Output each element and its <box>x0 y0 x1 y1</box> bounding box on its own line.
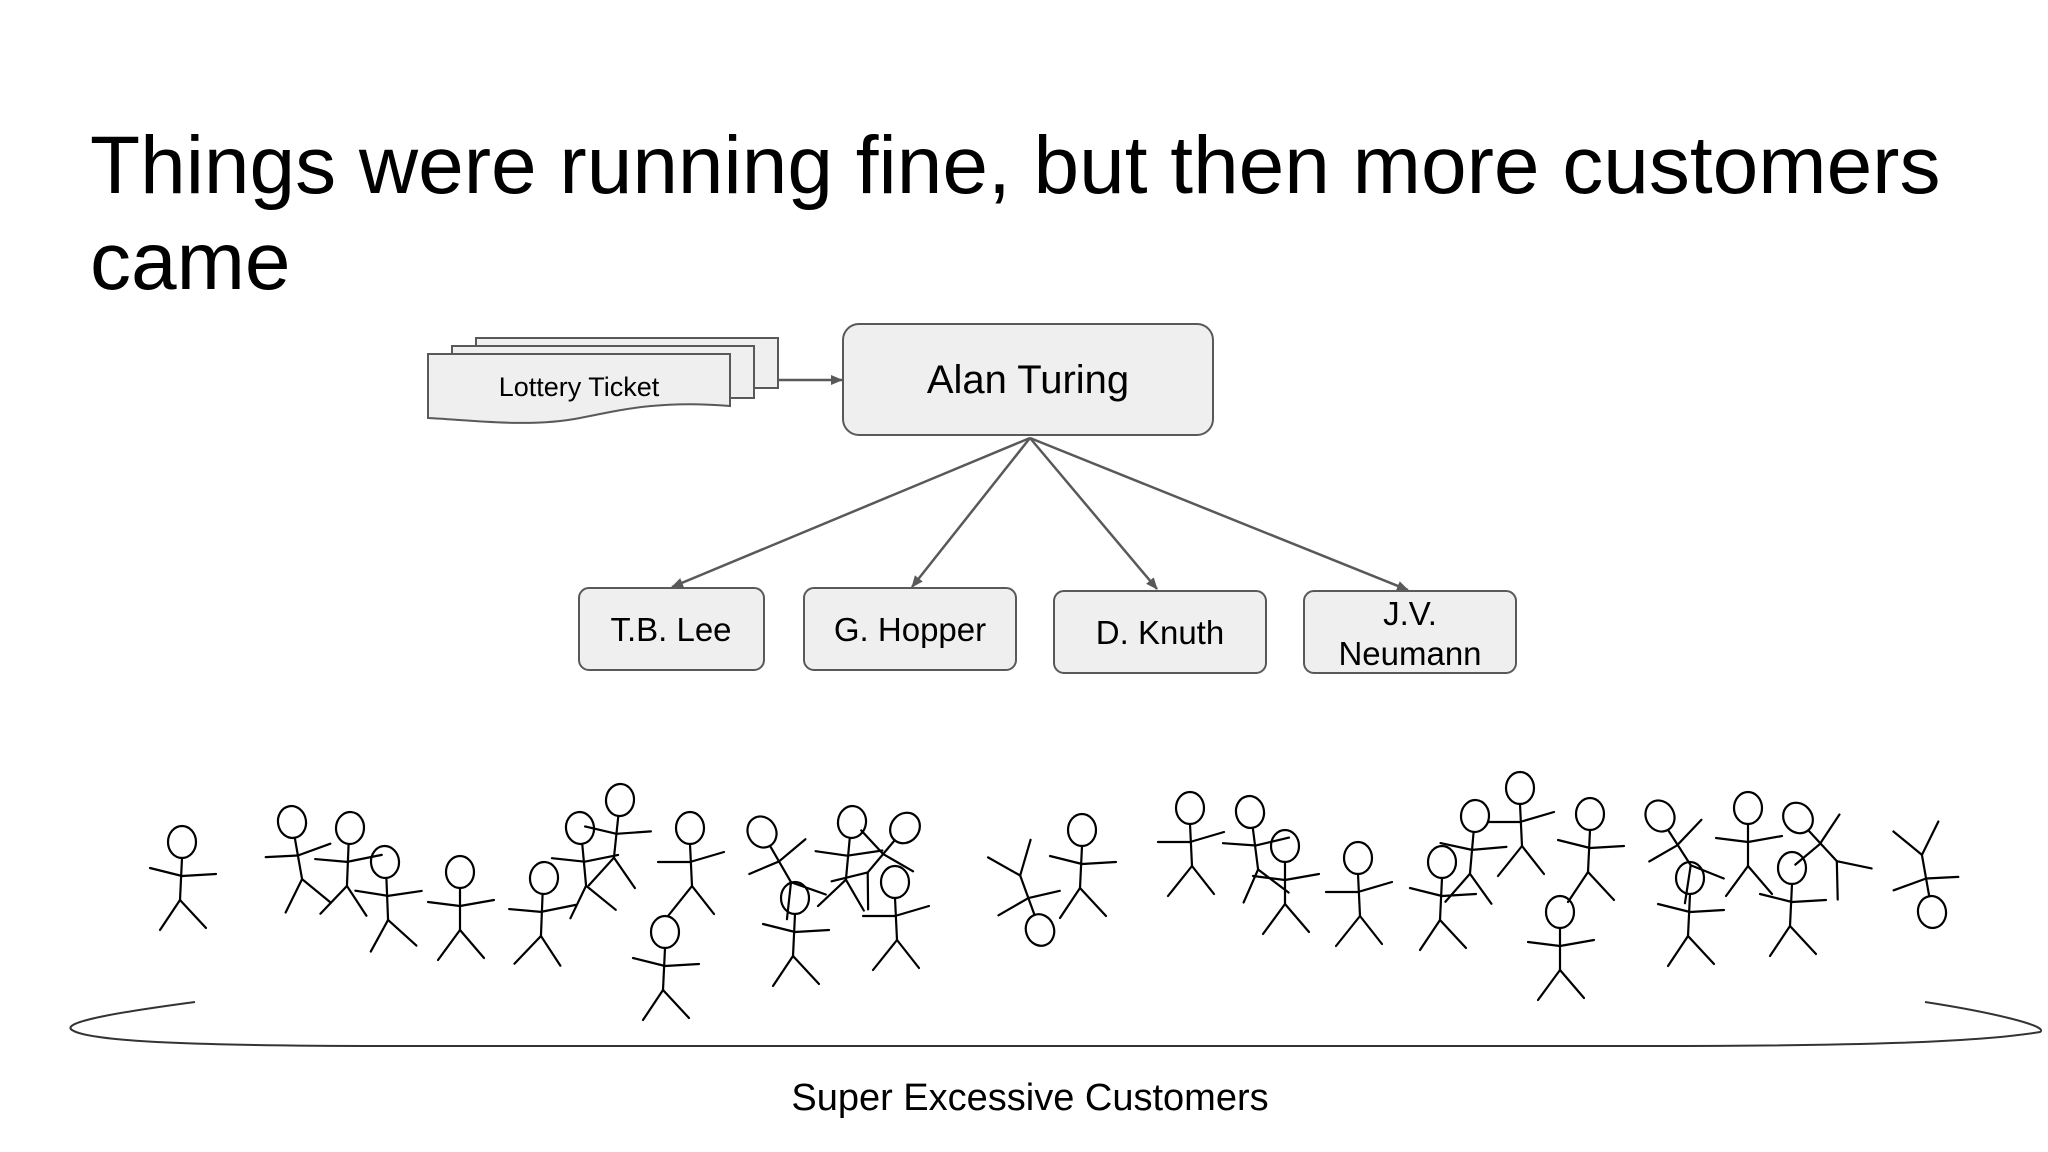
stick-figure-customer <box>746 815 827 921</box>
customer-crowd <box>148 770 1960 1022</box>
stick-figure-customer <box>1892 820 1960 930</box>
child-node-dknuth: D. Knuth <box>1053 590 1267 674</box>
tree-arrows <box>671 436 1409 592</box>
stick-figure-customer <box>1656 860 1726 968</box>
crowd-label: Super Excessive Customers <box>791 1077 1268 1119</box>
stick-figure-customer <box>1408 844 1478 952</box>
stick-figure-customer <box>1156 790 1226 898</box>
stick-figure-customer <box>1782 801 1873 901</box>
stick-figure-customer <box>1486 770 1556 878</box>
stick-figure-customer <box>426 854 496 962</box>
stick-figure-customer <box>1251 828 1321 936</box>
stick-figure-customer <box>861 864 931 972</box>
root-node-label: Alan Turing <box>927 358 1129 402</box>
arrow-to-jvneumann <box>1029 436 1409 592</box>
stick-figure-customer <box>354 844 423 953</box>
stick-figure-customer <box>986 838 1061 947</box>
stick-figure-customer <box>314 810 383 917</box>
ticket-sheet-front <box>427 353 731 424</box>
stick-figure-customer <box>1714 790 1784 898</box>
stick-figure-customer <box>508 860 577 967</box>
root-node: Alan Turing <box>842 323 1214 436</box>
child-node-label: D. Knuth <box>1096 614 1224 651</box>
child-node-ghopper: G. Hopper <box>803 587 1017 671</box>
stick-figure-customer <box>761 880 831 988</box>
stick-figure-customer <box>550 810 620 920</box>
stick-figure-customer <box>1048 812 1118 920</box>
child-node-label-line1: J.V. <box>1383 595 1437 632</box>
stick-figure-customer <box>264 804 332 914</box>
stick-figure-customer <box>1439 798 1508 905</box>
stick-figure-customer <box>1324 840 1394 948</box>
child-node-jvneumann: J.V. Neumann <box>1303 590 1517 674</box>
stick-figure-customer <box>656 810 726 918</box>
stick-figure-customer <box>1526 894 1596 1002</box>
arrow-to-dknuth <box>1029 437 1158 590</box>
stick-figure-customer <box>830 811 921 911</box>
child-node-label: G. Hopper <box>834 611 986 648</box>
slide-title: Things were running fine, but then more … <box>90 120 1941 307</box>
stick-figure-customer <box>1221 794 1291 904</box>
ticket-label: Lottery Ticket <box>499 372 660 402</box>
child-node-tblee: T.B. Lee <box>578 587 765 671</box>
stick-figure-customer <box>814 804 884 912</box>
stick-figure-customer <box>148 824 218 932</box>
child-node-label-line2: Neumann <box>1338 635 1481 672</box>
stick-figure-customer <box>1644 799 1725 905</box>
arrow-to-ghopper <box>911 437 1031 588</box>
stick-figure-customer <box>1556 796 1626 904</box>
lottery-ticket-stack: Lottery Ticket <box>427 337 779 424</box>
stick-figure-customer <box>1758 850 1828 958</box>
child-node-label: T.B. Lee <box>610 611 731 648</box>
crowd-brace <box>69 1001 2043 1047</box>
stick-figure-customer <box>631 914 701 1022</box>
stick-figure-customer <box>583 782 652 890</box>
arrow-to-tblee <box>671 436 1031 589</box>
